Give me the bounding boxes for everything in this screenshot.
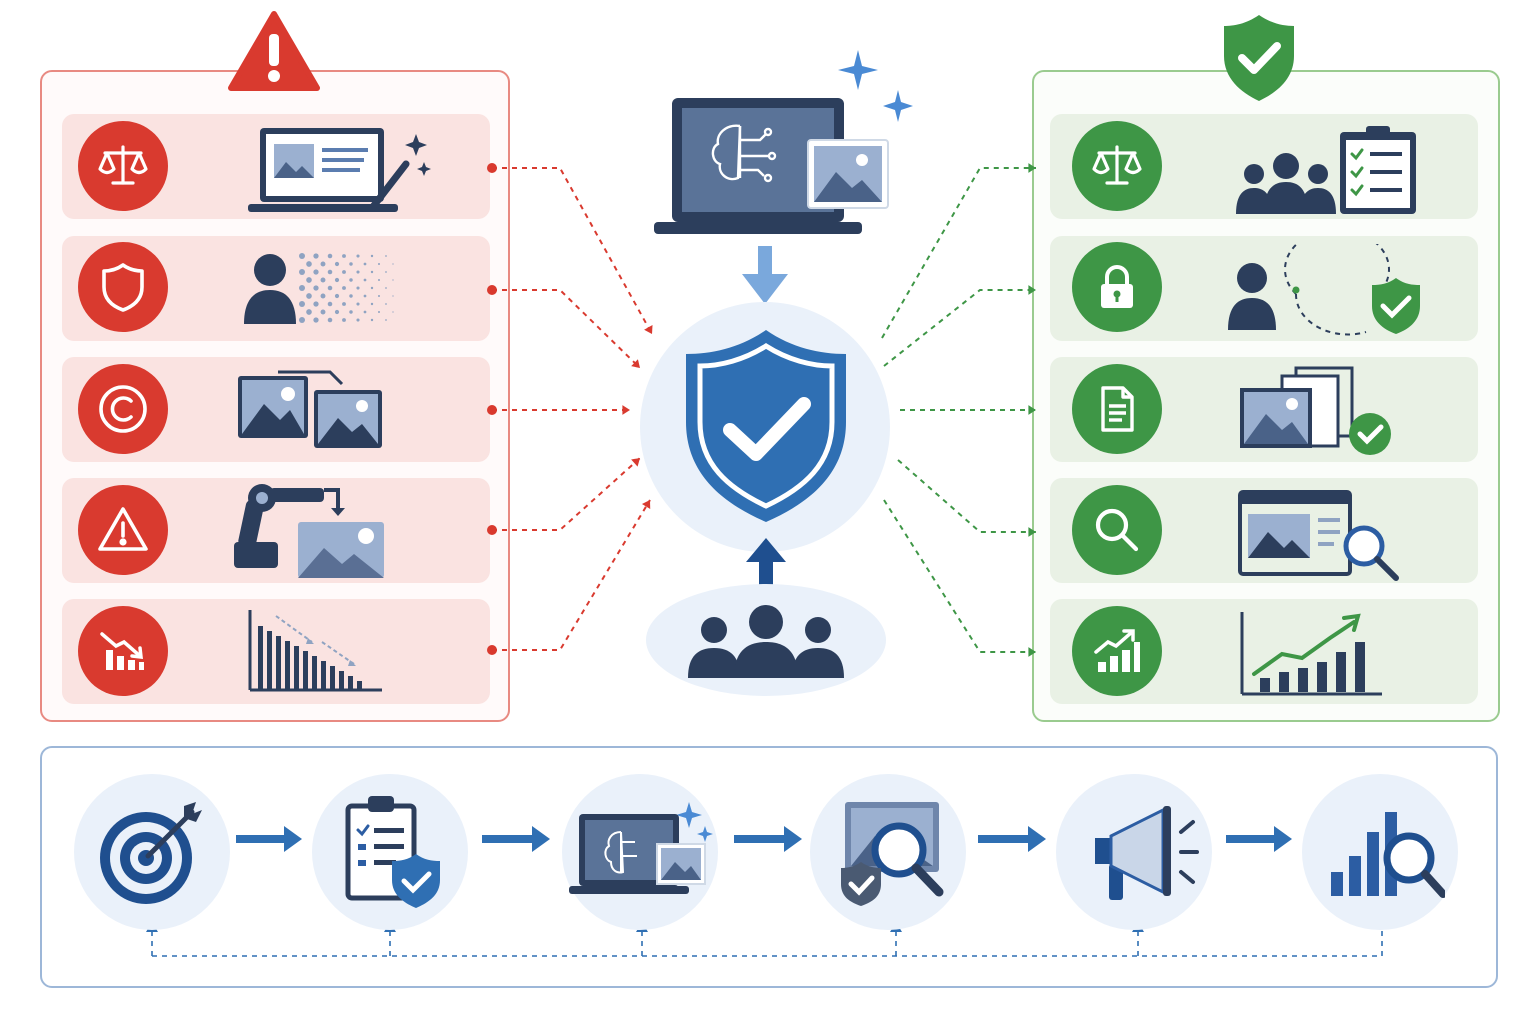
scales-icon [98,145,148,185]
shield-outline-icon [102,263,144,312]
workflow-arrow [482,835,534,843]
risk-badge-1 [78,121,168,211]
workflow-step-3 [562,774,718,930]
workflow-arrow [1226,835,1276,843]
down-arrow-icon [742,246,788,304]
benefit-badge-5 [1072,606,1162,696]
benefit-connector [897,459,1036,533]
magnifier-icon [1095,508,1139,552]
risk-connector [492,457,641,531]
ai-laptop-image-icon [569,802,713,894]
declining-bars-icon [248,610,382,692]
clipboard-shield-icon [345,796,440,908]
risk-badge-2 [78,242,168,332]
risk-badge-4 [78,485,168,575]
workflow-arrow [236,835,286,843]
workflow-arrow [734,835,786,843]
laptop-image-edit-icon [248,128,431,212]
robot-arm-image-icon [234,484,384,578]
benefit-connector [883,289,1036,367]
person-dissolving-icon [244,253,394,324]
chart-growth-icon [1094,629,1140,672]
person-consent-shield-icon [1228,244,1420,336]
benefit-badge-2 [1072,242,1162,332]
benefit-connector [881,167,1036,339]
target-icon [100,802,202,904]
scales-icon [1092,145,1142,185]
document-icon [1101,386,1134,432]
workflow-step-2 [312,774,468,930]
risk-badge-3 [78,364,168,454]
workflow-step-6 [1302,774,1458,930]
risk-connector [492,499,651,651]
risk-badge-5 [78,606,168,696]
warning-icon [98,507,148,551]
shield-check-icon [686,330,846,522]
padlock-icon [1101,265,1133,308]
workflow-panel [40,746,1498,988]
up-arrow-icon [746,538,786,590]
workflow-step-1 [74,774,230,930]
feedback-loop [152,918,1383,957]
image-copy-icon [238,370,382,448]
team-checklist-icon [1236,126,1416,214]
browser-image-inspect-icon [1238,490,1399,581]
shield-check-icon [1224,15,1294,101]
benefit-connector [883,499,1036,653]
benefit-badge-3 [1072,364,1162,454]
risk-connector [492,167,653,335]
risk-connector [492,289,641,369]
chart-decline-icon [100,632,144,670]
benefit-badge-1 [1072,121,1162,211]
image-inspect-shield-icon [841,802,944,906]
warning-triangle-icon [228,11,320,91]
workflow-arrow [978,835,1030,843]
ai-laptop-image-icon [654,50,913,234]
rising-bars-icon [1240,612,1382,696]
people-group-icon [688,605,844,678]
chart-inspect-icon [1331,812,1445,898]
megaphone-icon [1095,806,1199,900]
workflow-step-4 [810,774,966,930]
image-stack-verified-icon [1240,366,1391,455]
copyright-icon [99,385,147,433]
benefit-badge-4 [1072,485,1162,575]
workflow-step-5 [1056,774,1212,930]
